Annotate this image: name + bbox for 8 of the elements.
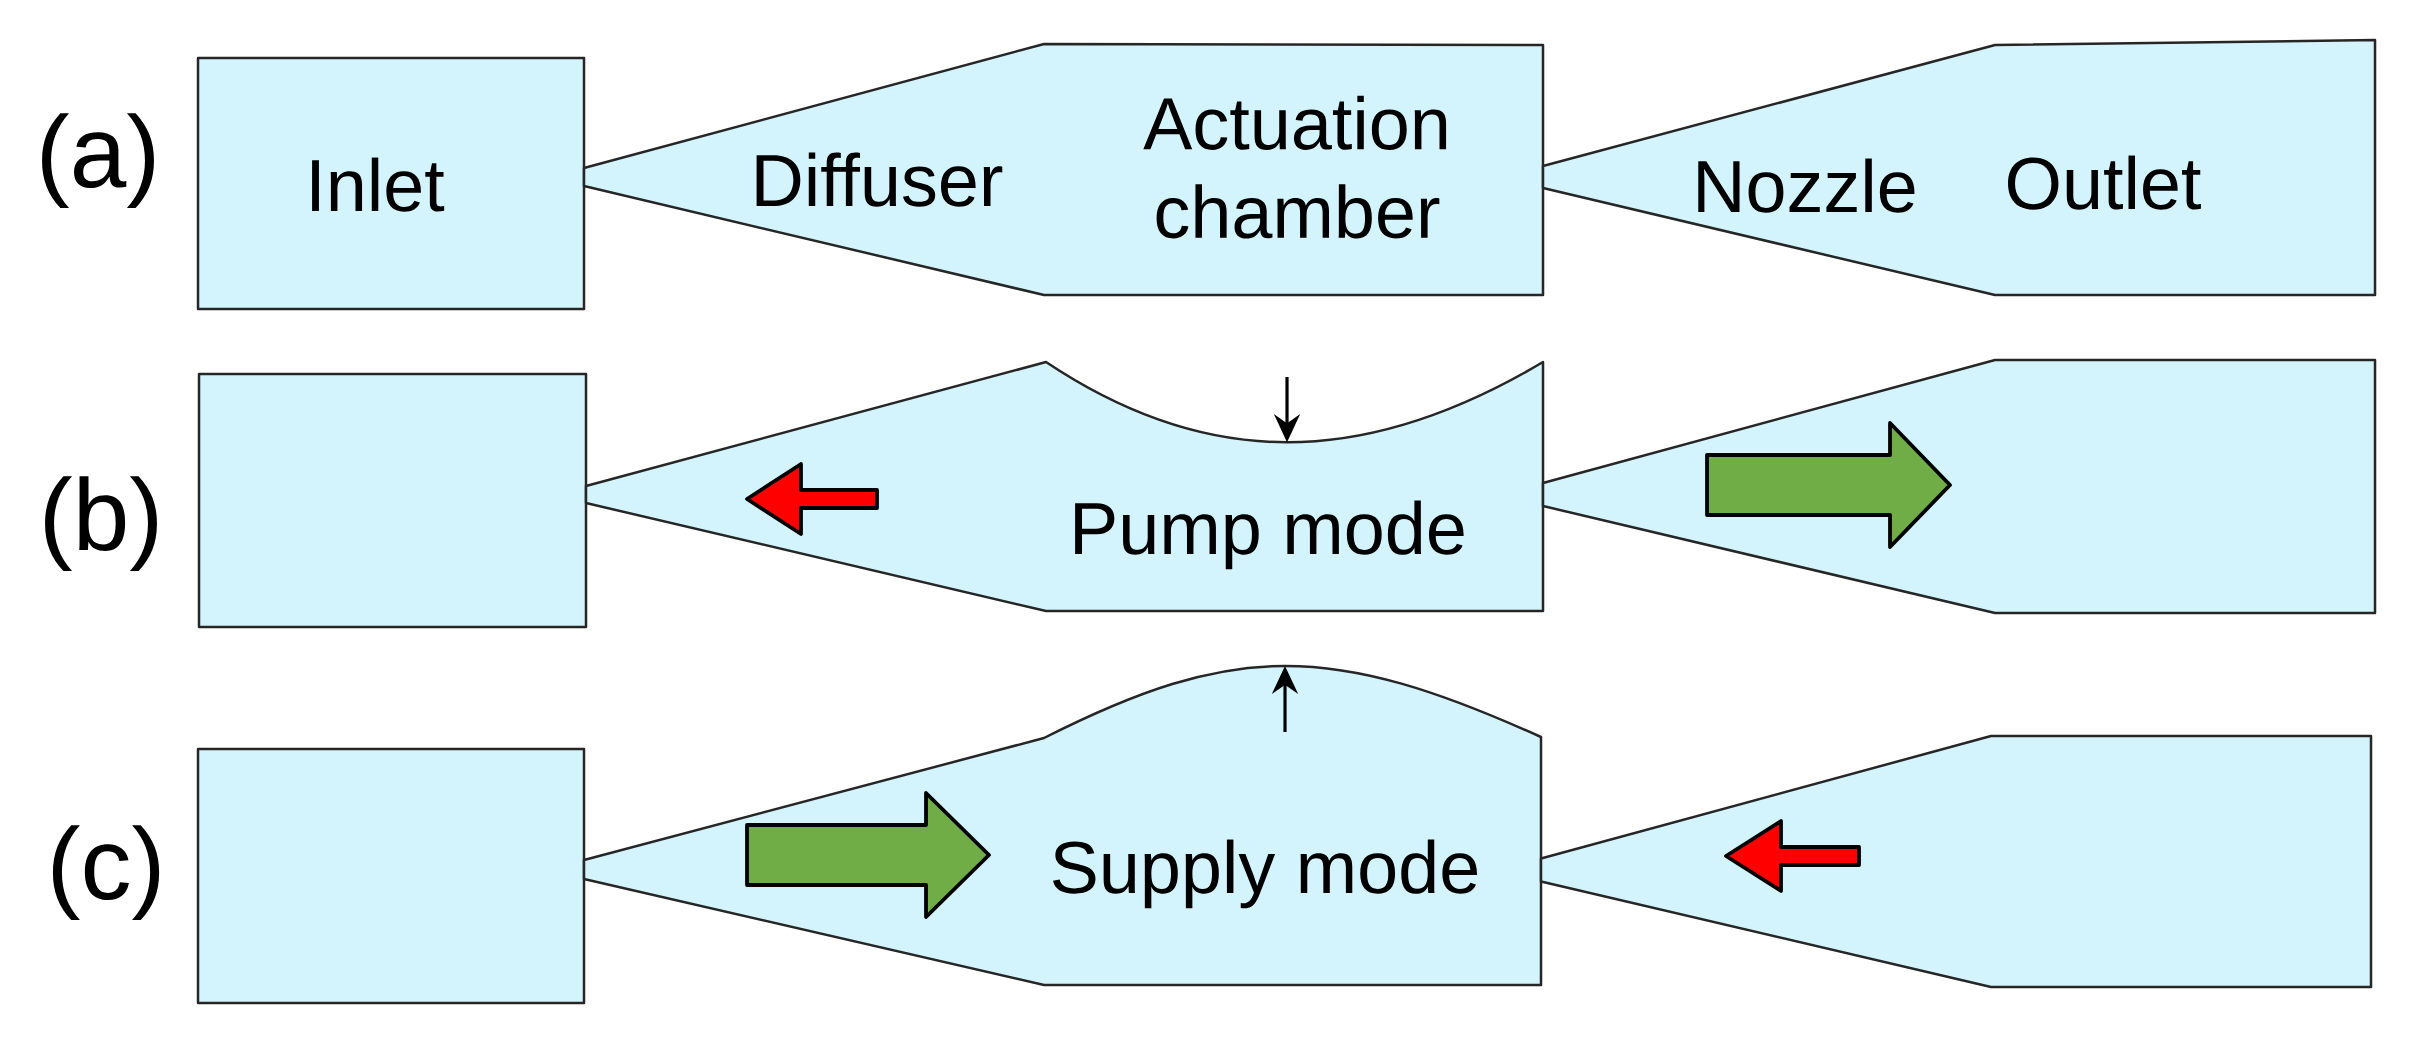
panel-label: (a) (42, 113, 154, 209)
panel-label: (c) (52, 825, 160, 921)
inlet-box (196, 747, 586, 1005)
inlet-box: Inlet (196, 56, 586, 311)
panel-label: (b) (45, 476, 157, 572)
outlet-shape (1539, 734, 2373, 989)
inlet-box (197, 372, 588, 629)
outlet-shape (1541, 358, 2377, 615)
